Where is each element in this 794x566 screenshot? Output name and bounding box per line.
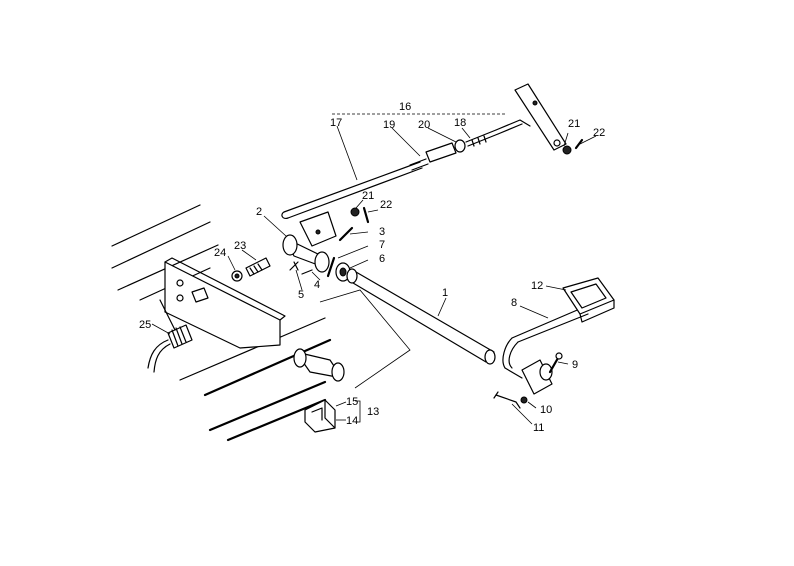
callout-9: 9 [572, 359, 578, 371]
callout-13: 13 [367, 406, 379, 418]
pin-part-3 [338, 226, 354, 242]
pin-part-22-lower [362, 206, 370, 224]
turnbuckle-parts-18-20 [409, 119, 531, 171]
callout-6: 6 [379, 253, 385, 265]
pin-part-11 [493, 391, 521, 409]
callout-11: 11 [533, 422, 544, 434]
housing-outline [293, 289, 411, 389]
callout-12: 12 [531, 280, 543, 292]
callout-14: 14 [346, 415, 358, 427]
callout-16: 16 [399, 101, 411, 113]
callout-21-lower: 21 [362, 190, 374, 202]
callout-25: 25 [139, 319, 151, 331]
callout-19: 19 [383, 119, 395, 131]
frame-lines [111, 204, 332, 442]
callout-17: 17 [330, 117, 342, 129]
callout-20: 20 [418, 119, 430, 131]
callout-24: 24 [214, 247, 226, 259]
switch-part-25 [147, 299, 193, 373]
callout-10: 10 [540, 404, 552, 416]
rod-part-17 [281, 161, 423, 219]
callout-4: 4 [314, 279, 320, 291]
callout-7: 7 [379, 239, 385, 251]
callout-1: 1 [442, 287, 448, 299]
bolt-part-9 [548, 352, 563, 374]
nut-part-21-lower [350, 207, 360, 217]
callout-22-upper: 22 [593, 127, 605, 139]
callout-5: 5 [298, 289, 304, 301]
pedal-pad-part-12 [562, 277, 615, 323]
callout-labels: 1 2 3 4 5 6 7 8 9 10 11 12 13 14 15 16 1… [139, 101, 605, 434]
pin-part-5 [289, 261, 299, 271]
callout-15: 15 [346, 396, 358, 408]
pedal-arm-part-8 [502, 307, 589, 379]
bracket-parts-13-15 [304, 399, 361, 433]
callout-21-upper: 21 [568, 118, 580, 130]
pin-part-4 [301, 269, 313, 275]
upper-lever-arm [514, 83, 584, 155]
leader-lines [151, 113, 597, 425]
bolt-part-23 [245, 257, 271, 277]
mounting-plate [164, 257, 286, 349]
callout-22-lower: 22 [380, 199, 392, 211]
callout-23: 23 [234, 240, 246, 252]
callout-2: 2 [256, 206, 262, 218]
callout-8: 8 [511, 297, 517, 309]
nut-part-24 [231, 270, 243, 282]
bushing-part-10 [520, 359, 553, 404]
callout-18: 18 [454, 117, 466, 129]
callout-3: 3 [379, 226, 385, 238]
hub-part-2 [282, 211, 337, 273]
shaft-part-1 [346, 268, 496, 365]
